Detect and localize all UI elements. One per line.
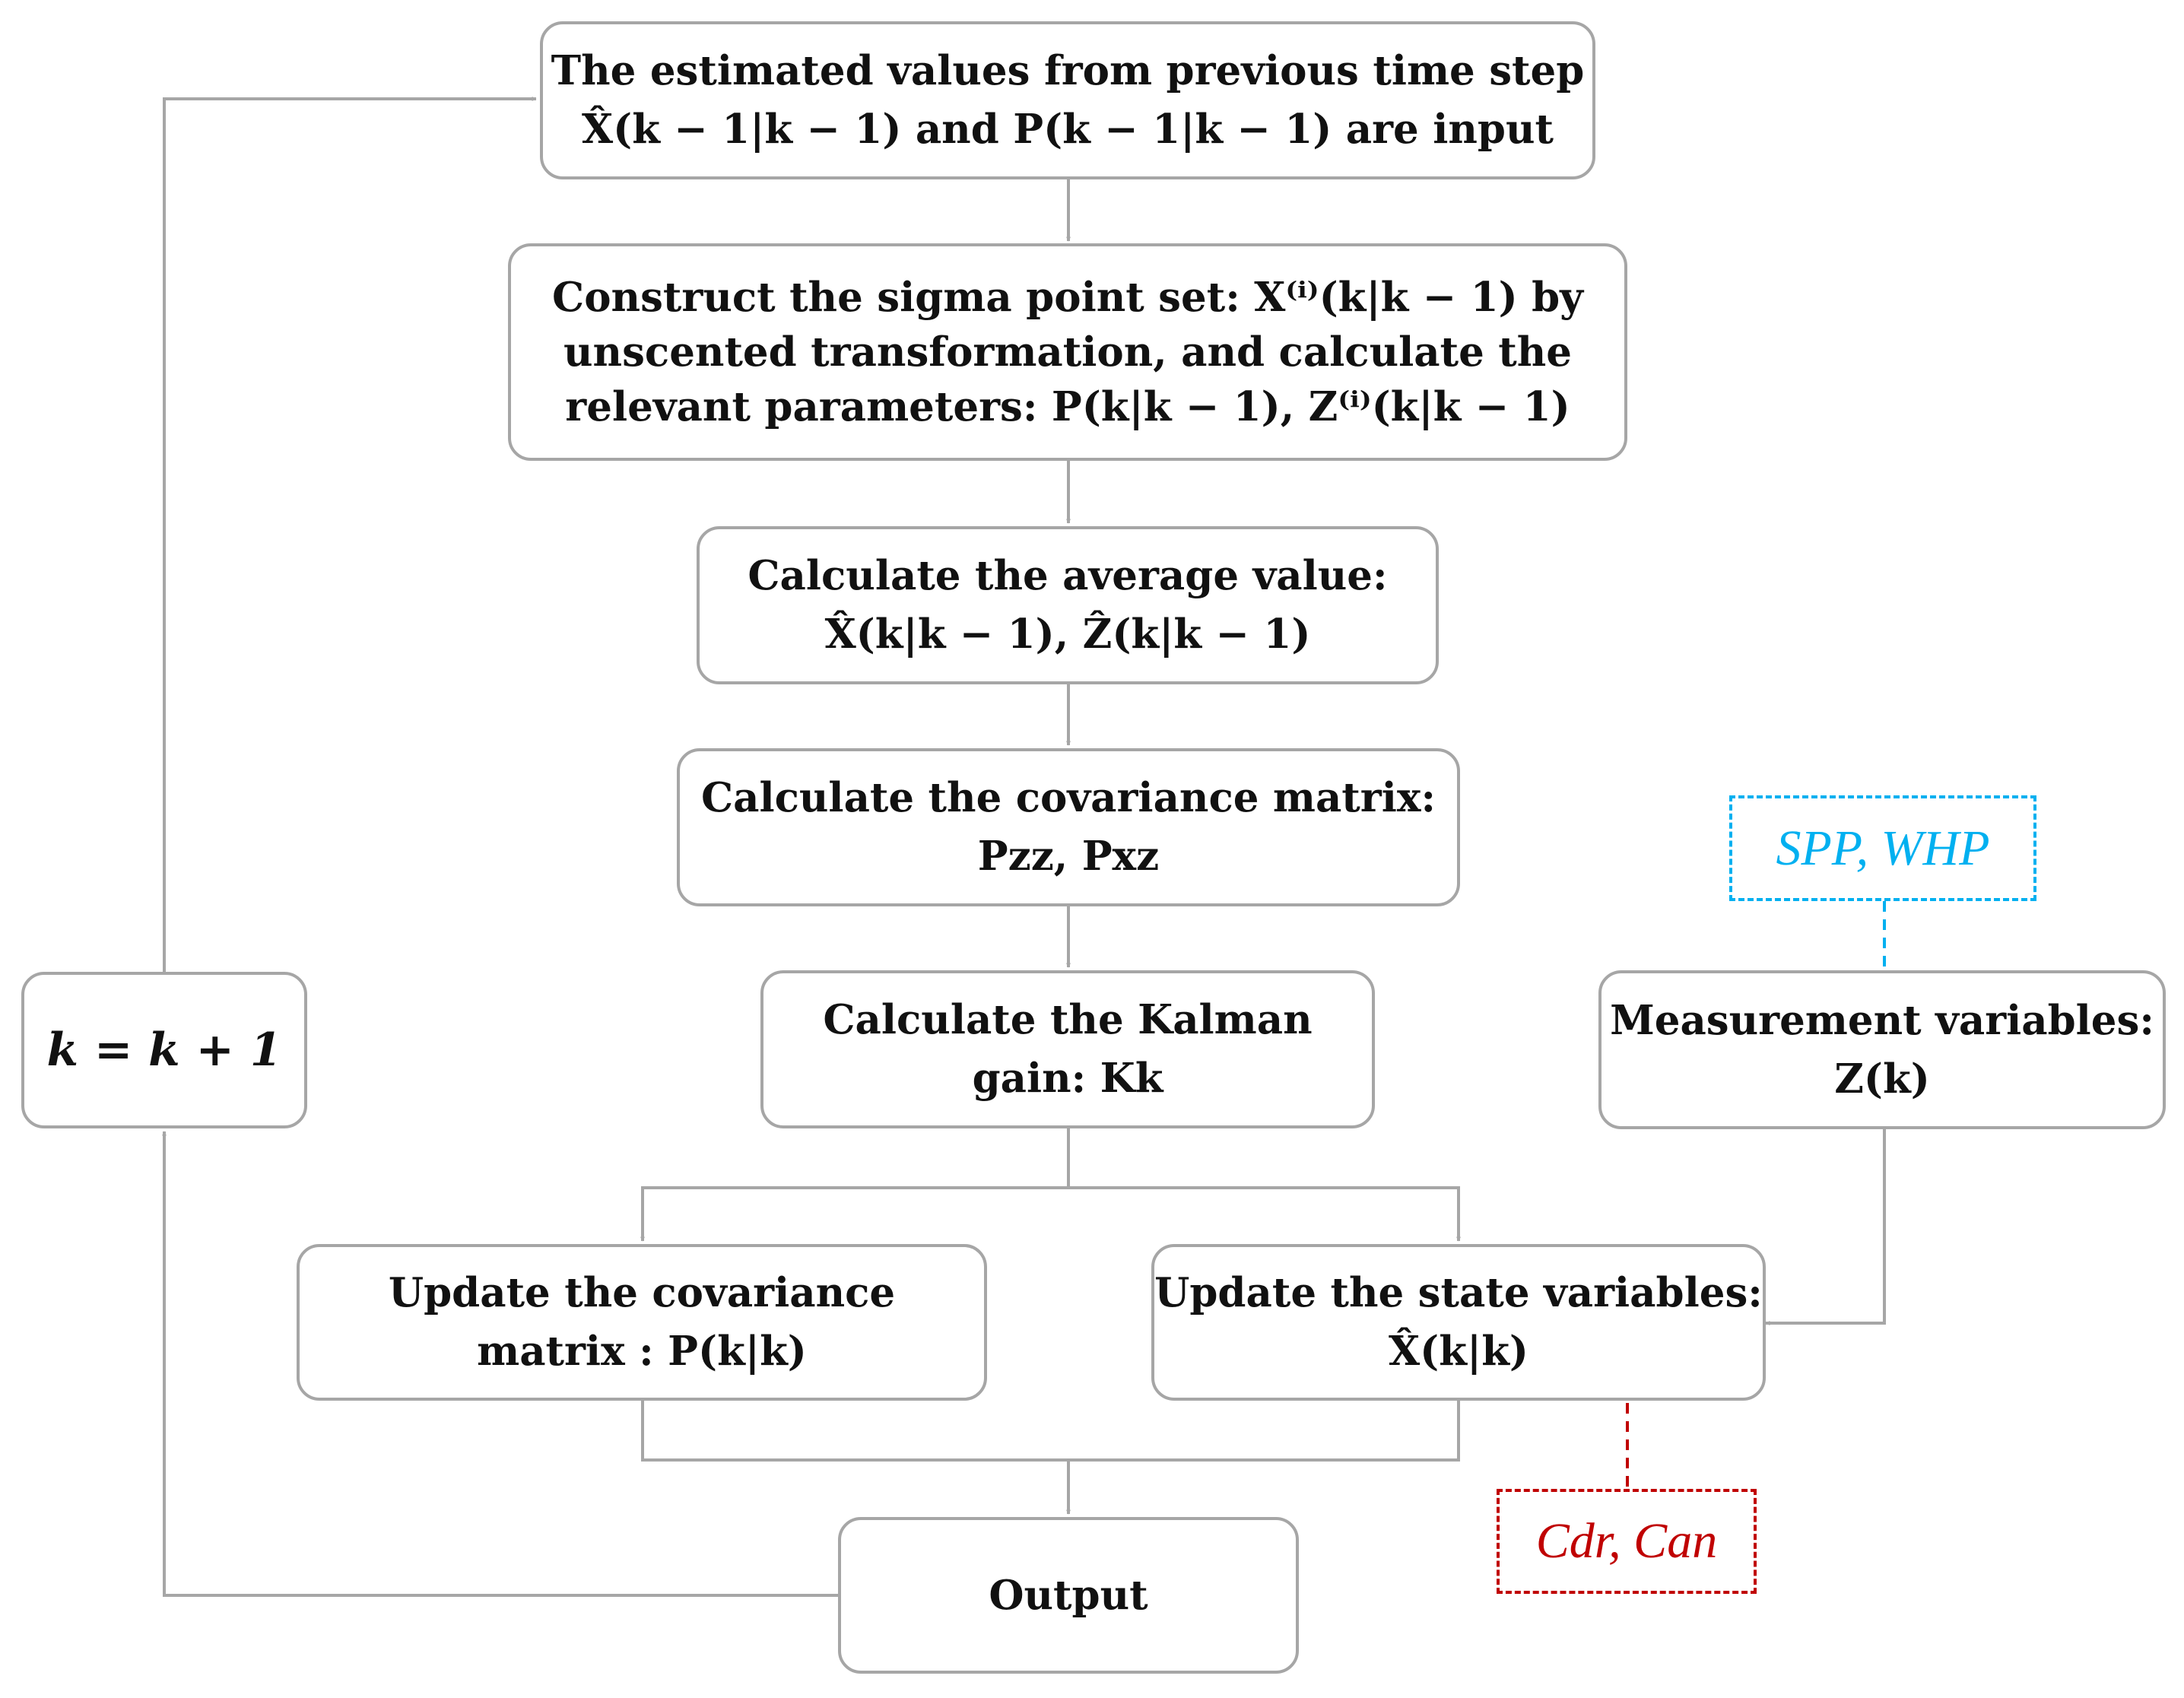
measurement-box: Measurement variables: Z(k)	[1598, 970, 2166, 1129]
update-covariance-box: Update the covariance matrix : P(k|k)	[297, 1244, 987, 1401]
update-cov-line-1: Update the covariance	[388, 1269, 896, 1317]
output-box: Output	[838, 1517, 1299, 1674]
measurement-line-2: Z(k)	[1834, 1055, 1930, 1103]
connector-updates-merge	[641, 1401, 1460, 1462]
arrow-output-to-increment	[162, 1131, 838, 1597]
increment-label: k = k + 1	[46, 1023, 282, 1077]
connector-kalman-to-state	[1068, 1186, 1461, 1242]
kalman-line-1: Calculate the Kalman	[823, 996, 1313, 1044]
kalman-line-2: gain: Kk	[972, 1055, 1163, 1102]
sigma-point-box: Construct the sigma point set: X⁽ⁱ⁾(k|k …	[508, 243, 1627, 461]
state-outputs-note: Cdr, Can	[1497, 1489, 1757, 1594]
input-line-2: X̂(k − 1|k − 1) and P(k − 1|k − 1) are i…	[582, 106, 1554, 153]
connector-kalman-split	[640, 1128, 1070, 1242]
kalman-gain-box: Calculate the Kalman gain: Kk	[760, 970, 1375, 1128]
increment-box: k = k + 1	[21, 972, 307, 1128]
average-line-2: X̂(k|k − 1), Ẑ(k|k − 1)	[824, 611, 1311, 658]
arrow-increment-to-input	[163, 97, 537, 972]
update-state-line-2: X̂(k|k)	[1389, 1328, 1528, 1375]
output-label: Output	[989, 1571, 1148, 1619]
average-value-box: Calculate the average value: X̂(k|k − 1)…	[697, 526, 1439, 684]
input-line-1: The estimated values from previous time …	[551, 47, 1585, 95]
measurement-inputs-note: SPP, WHP	[1729, 795, 2036, 901]
sigma-line-2: unscented transformation, and calculate …	[563, 328, 1572, 376]
update-state-line-1: Update the state variables:	[1154, 1269, 1763, 1317]
covariance-line-2: Pzz, Pxz	[977, 833, 1160, 880]
covariance-matrix-box: Calculate the covariance matrix: Pzz, Px…	[677, 748, 1460, 906]
measurement-line-1: Measurement variables:	[1610, 996, 2154, 1044]
arrow-measurement-to-state	[1765, 1129, 1886, 1325]
sigma-line-3: relevant parameters: P(k|k − 1), Z⁽ⁱ⁾(k|…	[565, 383, 1570, 431]
covariance-line-1: Calculate the covariance matrix:	[700, 774, 1436, 822]
update-state-box: Update the state variables: X̂(k|k)	[1151, 1244, 1766, 1401]
average-line-1: Calculate the average value:	[748, 552, 1388, 600]
sigma-line-1: Construct the sigma point set: X⁽ⁱ⁾(k|k …	[552, 273, 1583, 321]
input-estimates-box: The estimated values from previous time …	[540, 21, 1595, 179]
state-outputs-text: Cdr, Can	[1535, 1513, 1718, 1569]
measurement-inputs-text: SPP, WHP	[1776, 820, 1990, 876]
update-cov-line-2: matrix : P(k|k)	[477, 1328, 807, 1375]
